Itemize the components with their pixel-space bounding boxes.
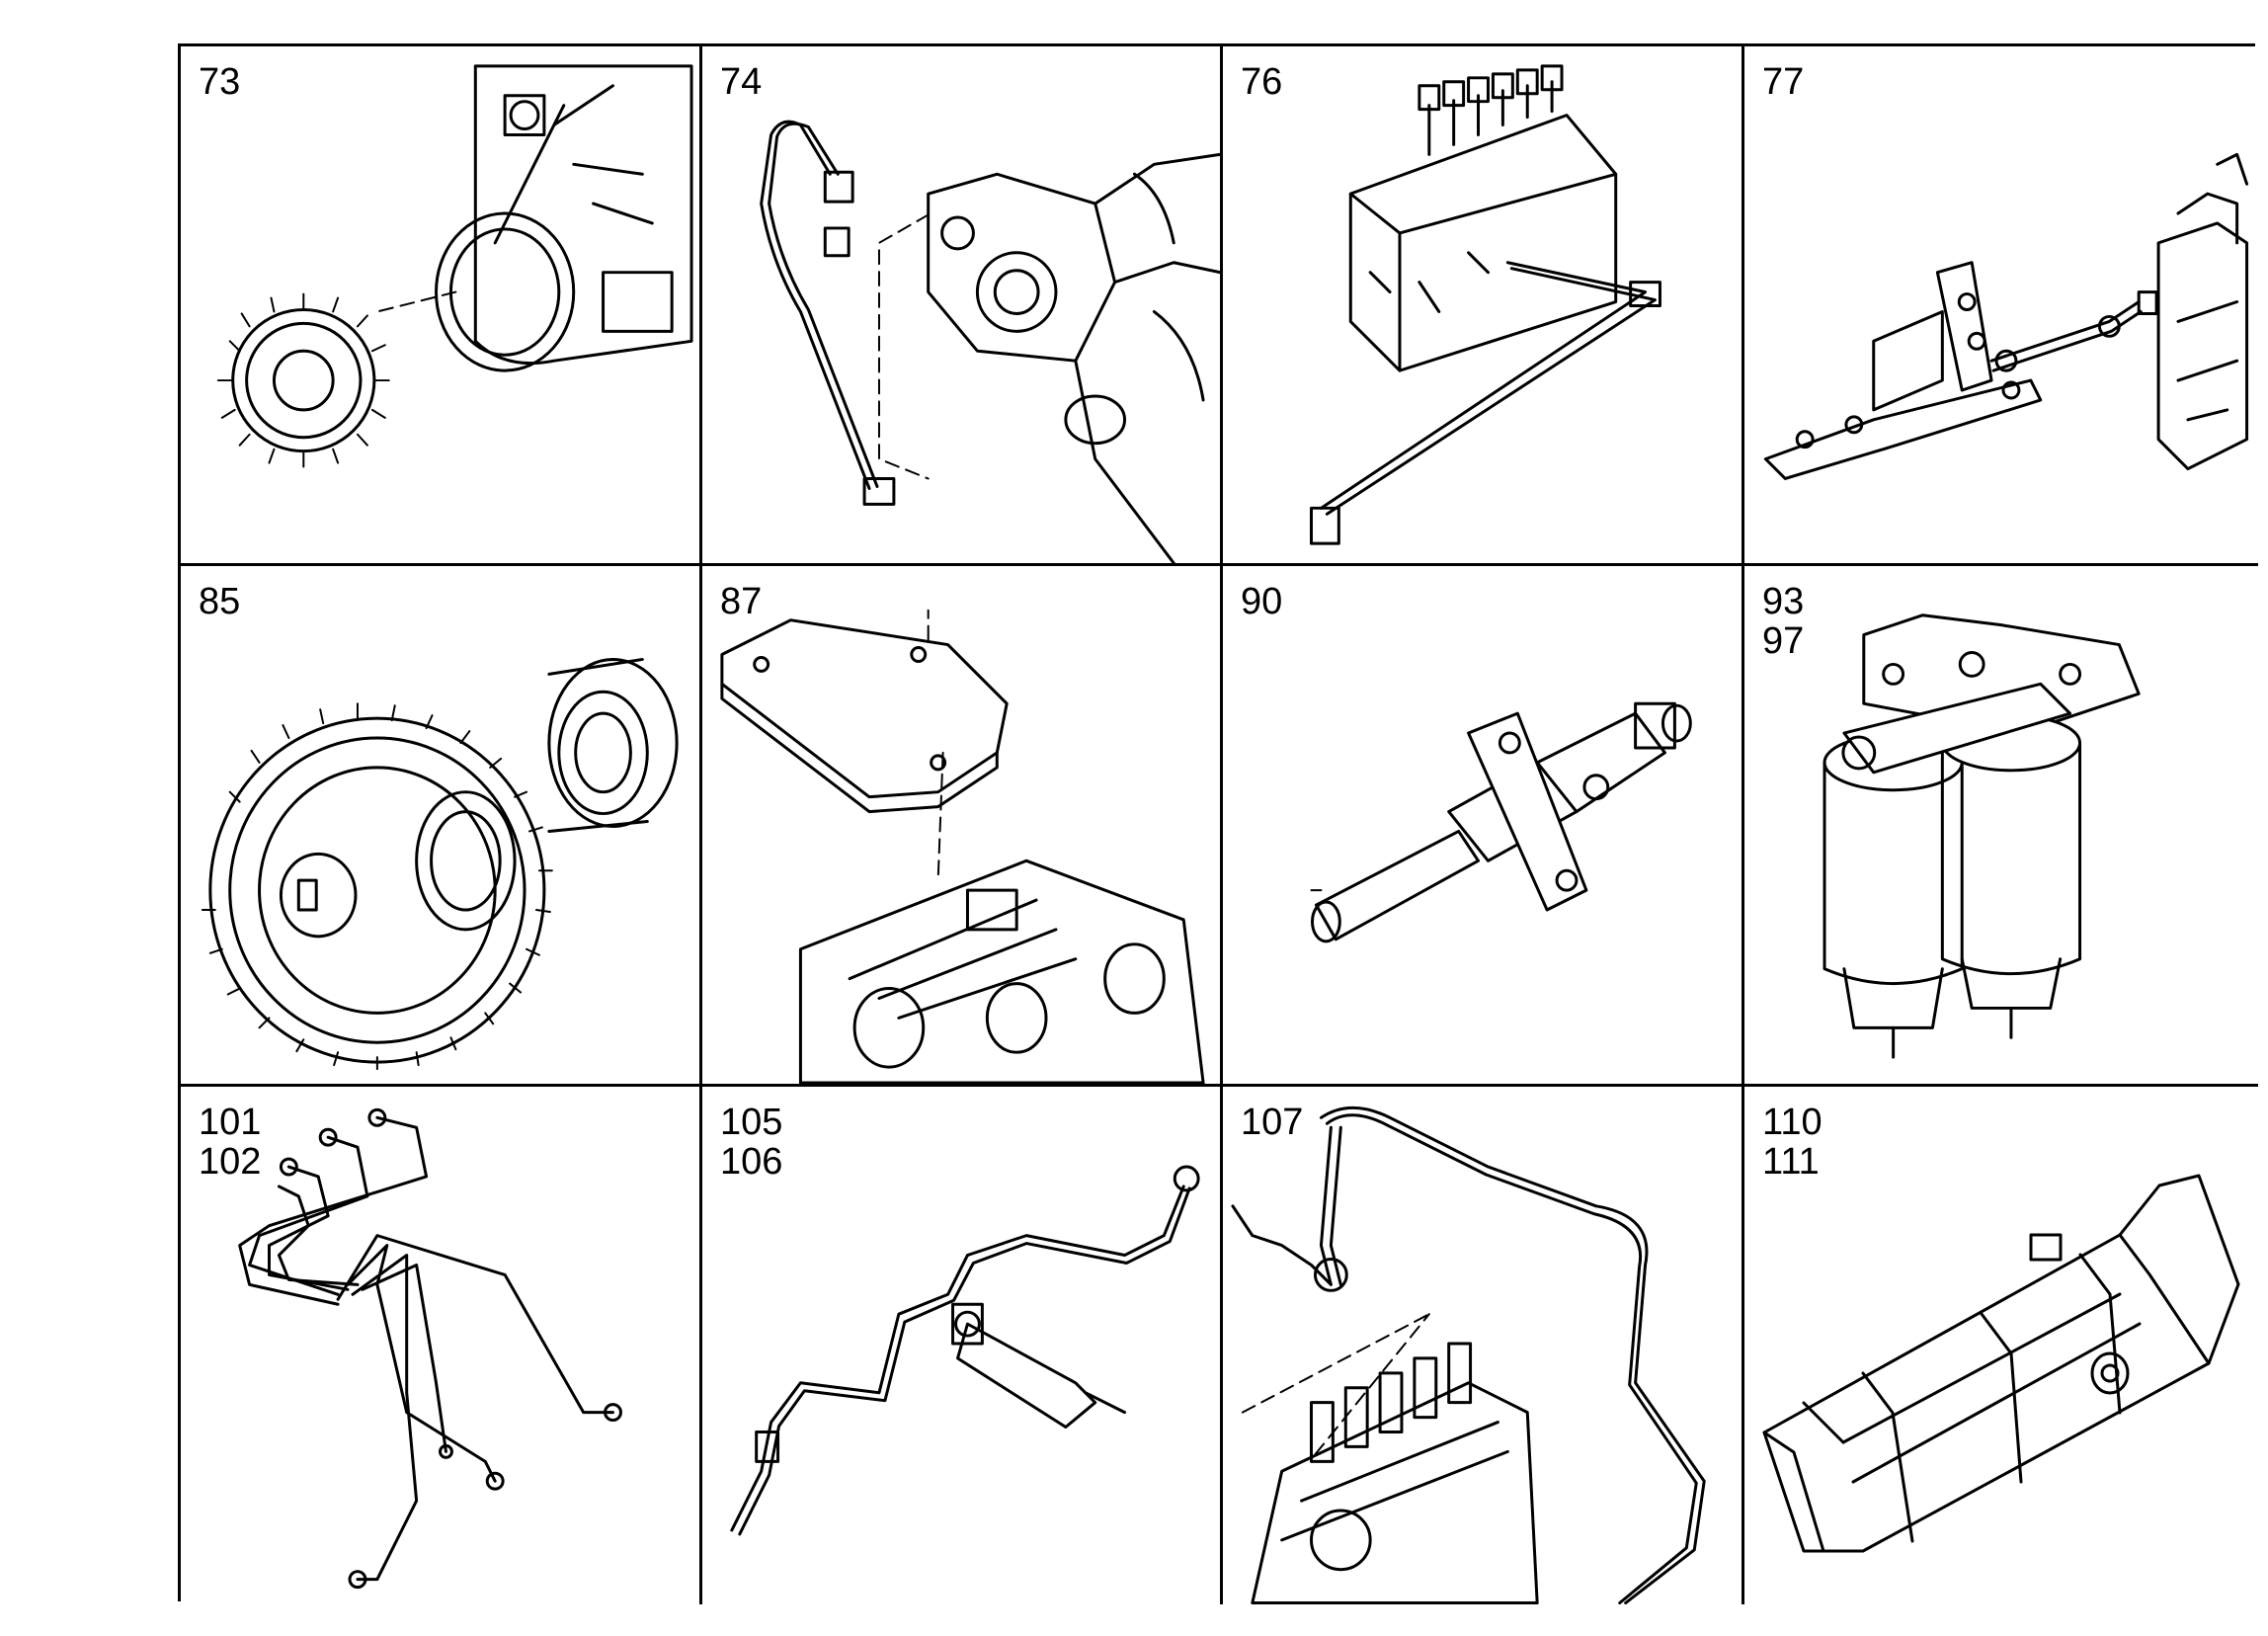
fuel-filter-illustration (1822, 614, 2141, 1059)
cover-plate-illustration (720, 609, 1205, 1084)
panel-labels: 101 102 (199, 1103, 261, 1182)
leak-off-pipe-illustration (730, 1165, 1200, 1536)
part-number: 101 (199, 1102, 262, 1143)
panel-74: 74 (702, 46, 1223, 566)
panel-107: 107 (1223, 1087, 1744, 1604)
panel-labels: 76 (1241, 62, 1282, 102)
panel-labels: 77 (1762, 62, 1804, 102)
panel-labels: 74 (720, 62, 762, 102)
part-number: 107 (1241, 1102, 1304, 1143)
part-number: 97 (1762, 620, 1805, 662)
part-number: 77 (1762, 61, 1805, 103)
panel-labels: 90 (1241, 582, 1282, 621)
panel-labels: 107 (1241, 1103, 1303, 1142)
panel-labels: 73 (199, 62, 240, 102)
part-number: 73 (199, 61, 241, 103)
injection-pipes-illustration (238, 1107, 622, 1590)
panel-labels: 105 106 (720, 1103, 782, 1182)
part-number: 85 (199, 581, 241, 622)
part-number: 102 (199, 1141, 262, 1183)
parts-diagram-grid: 73 74 (178, 43, 2258, 1604)
panel-labels: 87 (720, 582, 762, 621)
part-number: 110 (1762, 1102, 1822, 1143)
part-number: 105 (720, 1102, 783, 1143)
fuel-feed-pipe-illustration (1231, 1106, 1706, 1604)
panel-85: 85 (181, 566, 702, 1087)
part-number: 76 (1241, 61, 1283, 103)
part-number: 74 (720, 61, 763, 103)
valve-cover-illustration (1762, 1174, 2240, 1553)
panel-76: 76 (1223, 46, 1744, 566)
drive-gear-coupling-illustration (201, 657, 679, 1071)
panel-labels: 110 111 (1762, 1103, 1822, 1182)
panel-90: 90 (1223, 566, 1744, 1087)
bracket-and-rod-illustration (1763, 152, 2249, 480)
panel-105-106: 105 106 (702, 1087, 1223, 1604)
part-number: 87 (720, 581, 763, 622)
injector-nozzle-illustration (1310, 701, 1692, 943)
panel-77: 77 (1744, 46, 2258, 566)
panel-110-111: 110 111 (1744, 1087, 2258, 1604)
panel-93-97: 93 97 (1744, 566, 2258, 1087)
part-number: 93 (1762, 581, 1805, 622)
part-number: 106 (720, 1141, 783, 1183)
panel-101-102: 101 102 (181, 1087, 702, 1604)
panel-labels: 85 (199, 582, 240, 621)
part-number: 90 (1241, 581, 1283, 622)
panel-labels: 93 97 (1762, 582, 1804, 661)
panel-73: 73 (181, 46, 702, 566)
part-number: 111 (1762, 1141, 1820, 1183)
return-pipe-illustration (1310, 64, 1661, 545)
panel-87: 87 (702, 566, 1223, 1087)
pump-drive-gear-illustration (216, 64, 693, 468)
pump-oil-feed-pipe-illustration (760, 120, 1220, 563)
